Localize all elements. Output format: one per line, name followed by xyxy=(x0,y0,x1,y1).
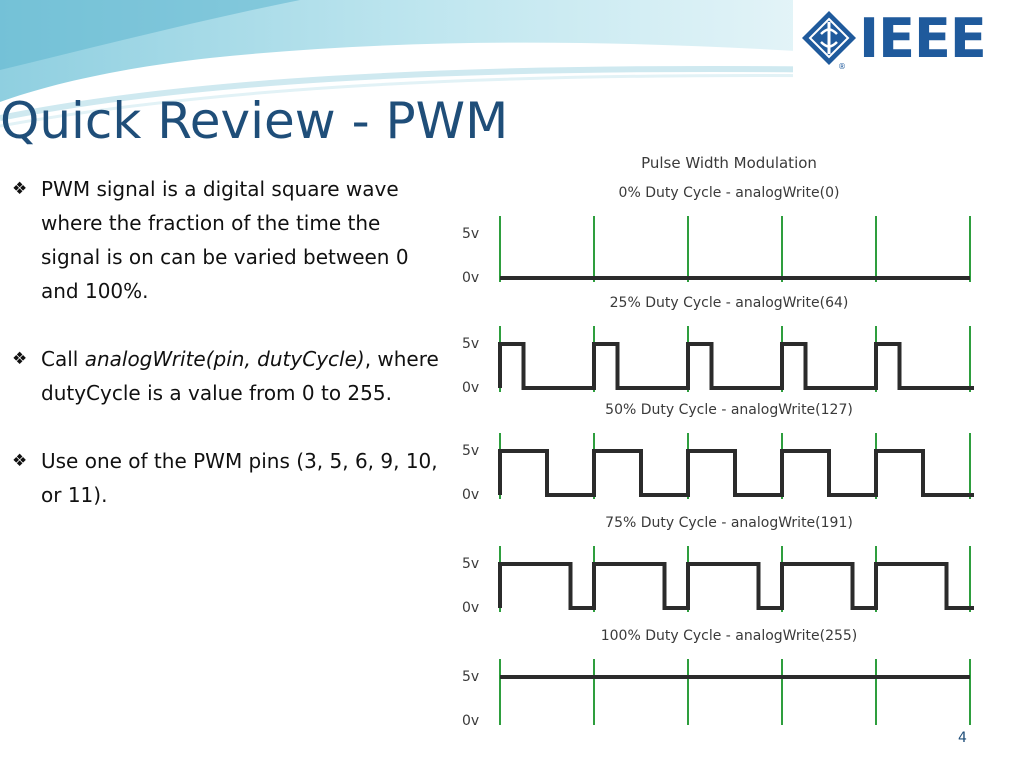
low-voltage-label: 0v xyxy=(462,270,479,286)
page-number: 4 xyxy=(958,730,967,746)
pwm-signal-wave xyxy=(498,342,974,390)
low-voltage-label: 0v xyxy=(462,487,479,503)
low-voltage-label: 0v xyxy=(462,600,479,616)
bullet-item: ❖ Call analogWrite(pin, dutyCycle), wher… xyxy=(12,342,442,410)
four-diamond-bullet-icon: ❖ xyxy=(12,349,28,369)
high-voltage-label: 5v xyxy=(462,226,479,242)
high-voltage-label: 5v xyxy=(462,669,479,685)
slide-title: Quick Review - PWM xyxy=(0,92,509,150)
high-voltage-label: 5v xyxy=(462,443,479,459)
duty-cycle-label: 0% Duty Cycle - analogWrite(0) xyxy=(619,185,840,201)
high-voltage-label: 5v xyxy=(462,336,479,352)
diagram-title: Pulse Width Modulation xyxy=(641,154,817,172)
bullet-item: ❖ Use one of the PWM pins (3, 5, 6, 9, 1… xyxy=(12,444,442,512)
pwm-diagram: Pulse Width Modulation 0% Duty Cycle - a… xyxy=(462,154,974,729)
bullet-text: PWM signal is a digital square wave wher… xyxy=(41,177,409,303)
four-diamond-bullet-icon: ❖ xyxy=(12,451,28,471)
bullet-text-prefix: Call xyxy=(41,347,85,371)
ieee-logo-text: IEEE xyxy=(859,7,987,70)
four-diamond-bullet-icon: ❖ xyxy=(12,179,28,199)
pwm-signal-wave xyxy=(498,562,974,610)
duty-cycle-label: 100% Duty Cycle - analogWrite(255) xyxy=(601,628,858,644)
header-swoosh xyxy=(0,0,861,128)
bullet-text: Use one of the PWM pins (3, 5, 6, 9, 10,… xyxy=(41,449,438,507)
bullet-text-code: analogWrite(pin, dutyCycle) xyxy=(84,347,365,371)
ieee-diamond-icon xyxy=(802,11,856,65)
low-voltage-label: 0v xyxy=(462,713,479,729)
duty-cycle-label: 25% Duty Cycle - analogWrite(64) xyxy=(610,295,849,311)
high-voltage-label: 5v xyxy=(462,556,479,572)
ieee-registered-mark: ® xyxy=(838,62,846,71)
bullet-item: ❖ PWM signal is a digital square wave wh… xyxy=(12,172,442,308)
ieee-logo: IEEE ® xyxy=(793,0,1024,78)
duty-cycle-label: 50% Duty Cycle - analogWrite(127) xyxy=(605,402,853,418)
low-voltage-label: 0v xyxy=(462,380,479,396)
bullet-text-suffix: , where dutyCycle is a value from 0 to 2… xyxy=(41,347,439,405)
duty-cycle-label: 75% Duty Cycle - analogWrite(191) xyxy=(605,515,853,531)
bullet-list: ❖ PWM signal is a digital square wave wh… xyxy=(12,172,442,546)
pwm-signal-wave xyxy=(498,449,974,497)
